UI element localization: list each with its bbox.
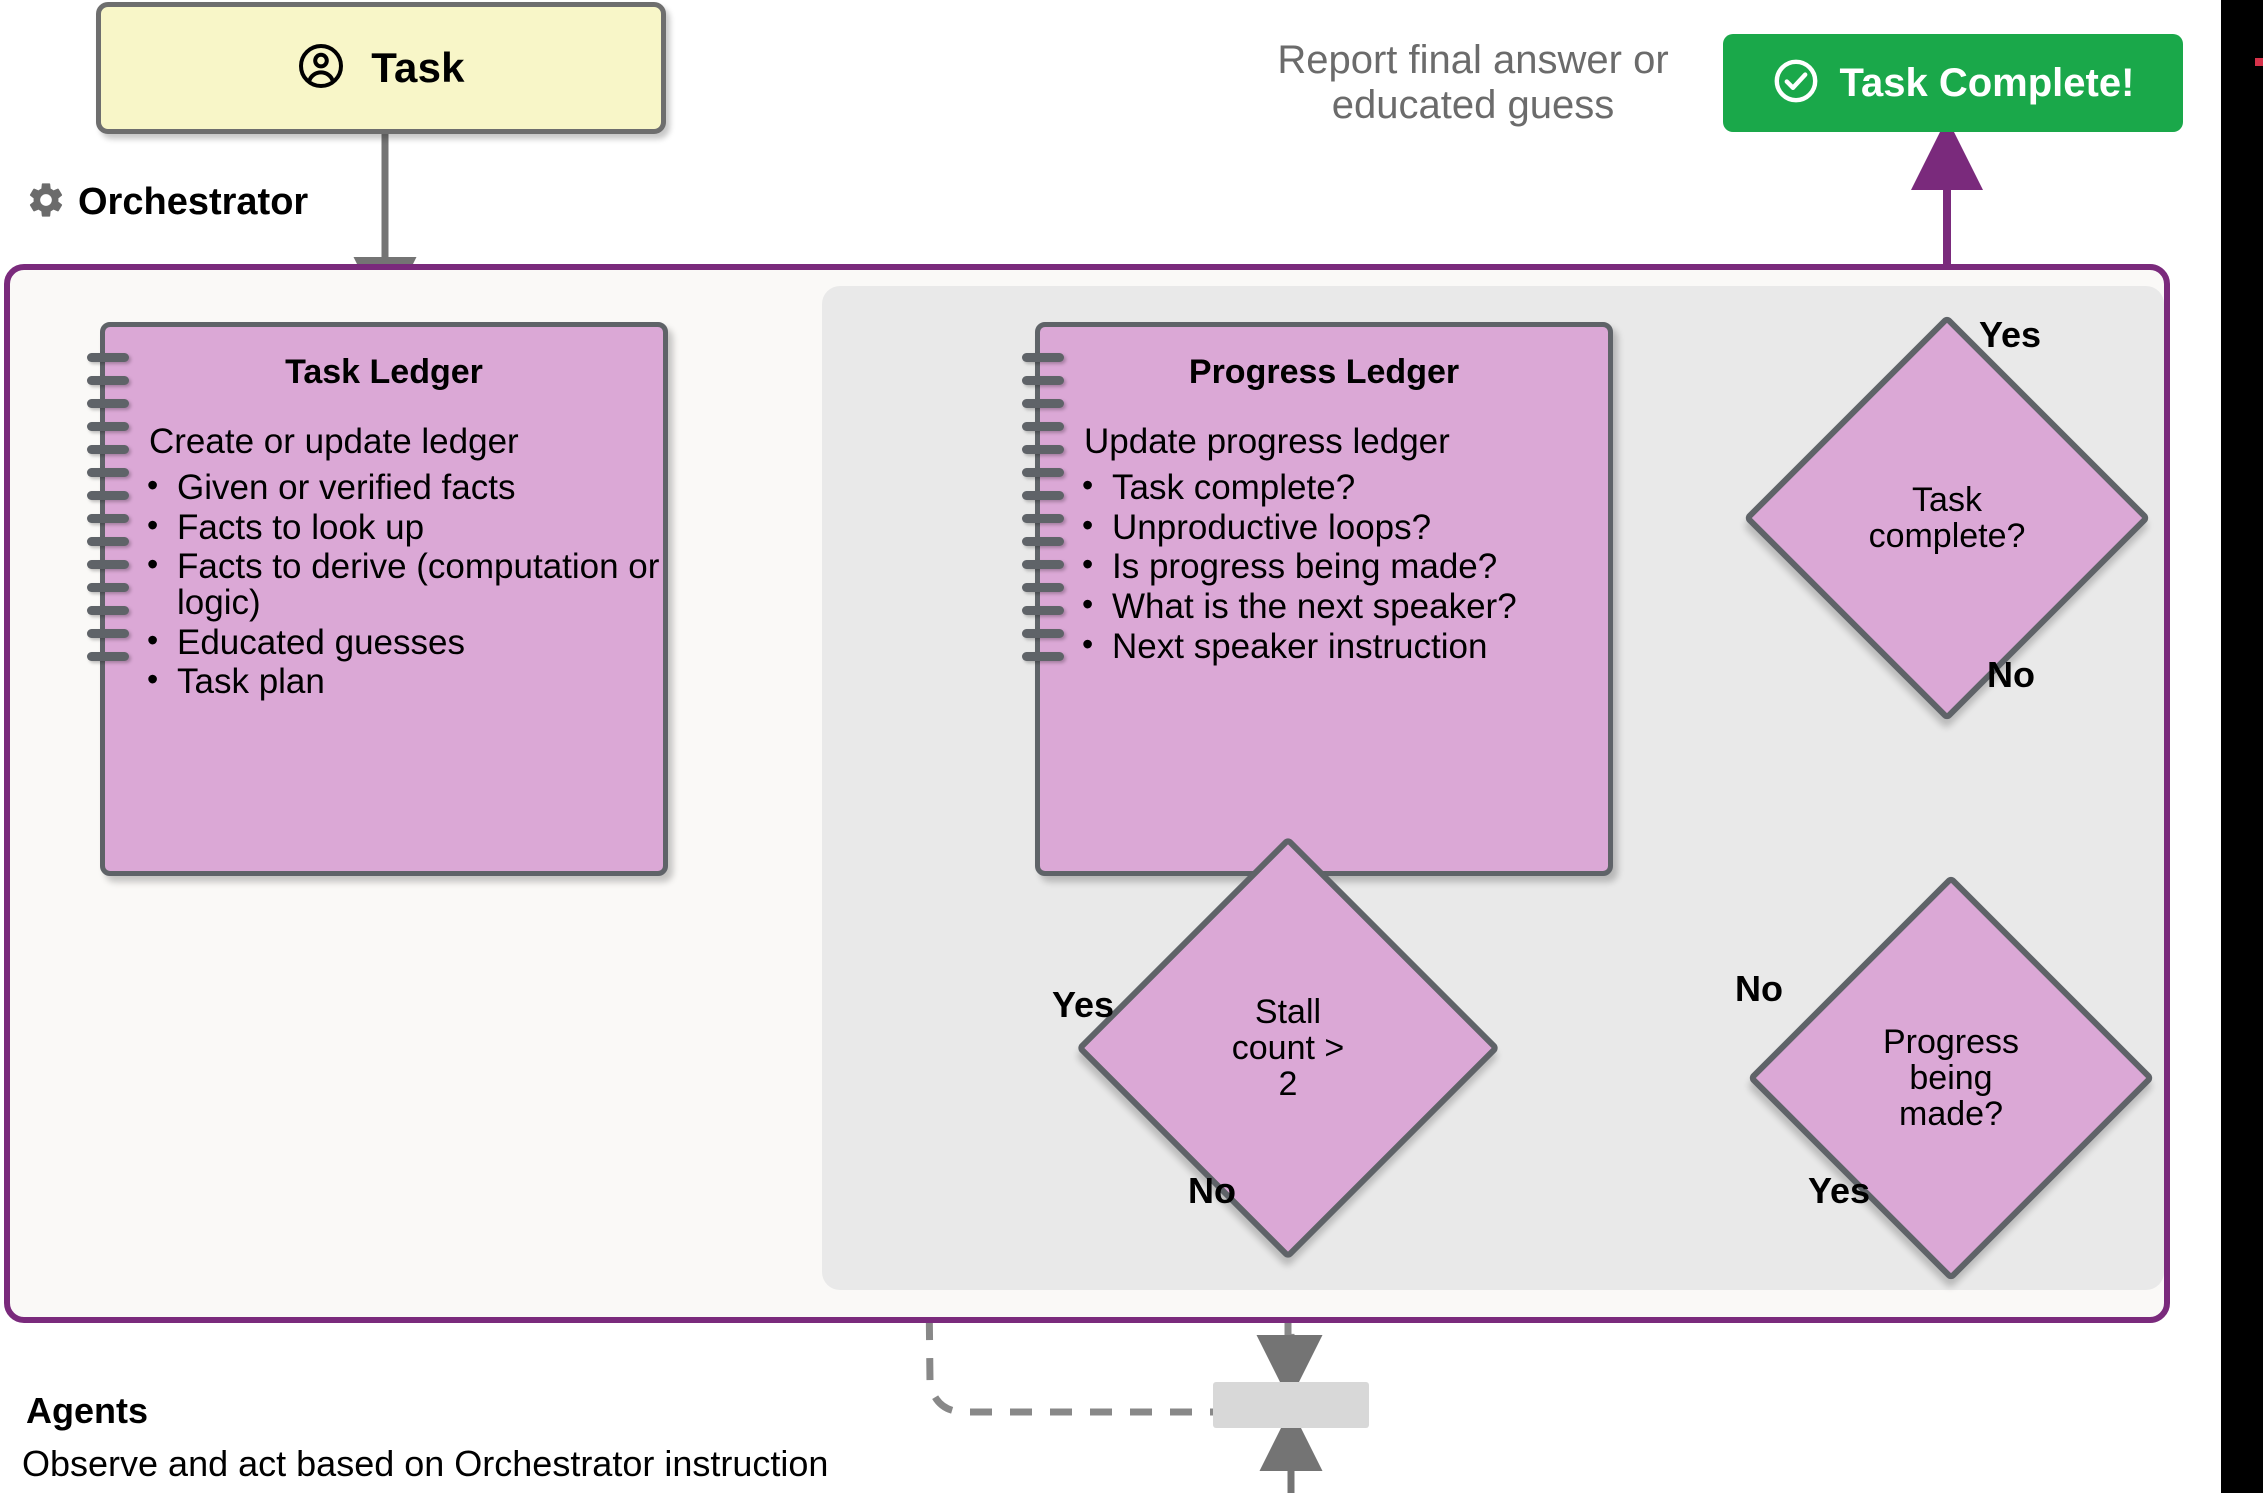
list-item: What is the next speaker? [1076, 588, 1608, 625]
decision-stall-count: Stall count > 2 [1075, 835, 1501, 1261]
task-ledger-card: Task Ledger Create or update ledger Give… [87, 322, 668, 876]
list-item: Is progress being made? [1076, 548, 1608, 585]
progress-ledger-card: Progress Ledger Update progress ledger T… [1022, 322, 1613, 876]
task-complete-label: Task Complete! [1839, 60, 2135, 105]
progress-ledger-title: Progress Ledger [1188, 353, 1460, 391]
list-item: Next speaker instruction [1076, 628, 1608, 665]
decision-stall-count-label: Stall count > 2 [1231, 992, 1345, 1104]
task-ledger-title: Task Ledger [285, 353, 483, 391]
agent-bar [1213, 1382, 1369, 1428]
check-circle-icon [1772, 57, 1820, 110]
orchestrator-caption: Orchestrator [26, 180, 308, 225]
decision-progress-made: Progress being made? [1747, 874, 2155, 1282]
edge-label-complete-no: No [1987, 654, 2035, 695]
edge-label-complete-yes: Yes [1979, 314, 2042, 355]
report-caption: Report final answer or educated guess [1277, 38, 1669, 127]
task-complete-badge: Task Complete! [1723, 34, 2183, 132]
task-ledger-subtitle: Create or update ledger [149, 422, 519, 461]
decision-task-complete-label: Task complete? [1868, 480, 2026, 555]
edge-label-progress-no: No [1735, 968, 1783, 1009]
list-item: Educated guesses [141, 624, 663, 661]
spiral-binding-icon [1022, 353, 1064, 855]
list-item: Task plan [141, 663, 663, 700]
right-edge-marker [2255, 58, 2263, 66]
agents-subtitle: Observe and act based on Orchestrator in… [22, 1443, 829, 1484]
gear-icon [26, 180, 66, 225]
progress-ledger-subtitle: Update progress ledger [1084, 422, 1450, 461]
edge-label-progress-yes: Yes [1808, 1170, 1871, 1211]
list-item: Unproductive loops? [1076, 509, 1608, 546]
edge-label-stall-no: No [1188, 1170, 1236, 1211]
decision-task-complete: Task complete? [1743, 314, 2151, 722]
list-item: Given or verified facts [141, 469, 663, 506]
decision-progress-made-label: Progress being made? [1882, 1022, 2020, 1134]
right-edge-strip [2221, 0, 2263, 1493]
orchestrator-label: Orchestrator [78, 181, 309, 223]
agents-title: Agents [26, 1390, 149, 1431]
list-item: Facts to derive (computation or logic) [141, 548, 663, 620]
edge-label-stall-yes: Yes [1052, 984, 1115, 1025]
list-item: Facts to look up [141, 509, 663, 546]
user-circle-icon [297, 42, 345, 95]
task-box: Task [96, 2, 666, 134]
spiral-binding-icon [87, 353, 129, 855]
progress-ledger-bullets: Task complete? Unproductive loops? Is pr… [1040, 469, 1608, 665]
list-item: Task complete? [1076, 469, 1608, 506]
task-box-label: Task [371, 44, 465, 91]
task-ledger-bullets: Given or verified facts Facts to look up… [105, 469, 663, 700]
